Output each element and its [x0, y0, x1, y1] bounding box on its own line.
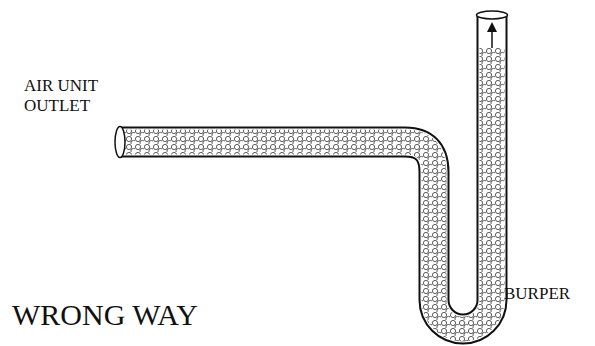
flow-arrow — [487, 22, 497, 48]
part-label: AIR UNIT OUTLET — [24, 76, 164, 115]
part-label: BURPER — [504, 284, 570, 304]
pipe — [115, 11, 508, 329]
caption: WRONG WAY — [12, 298, 198, 333]
